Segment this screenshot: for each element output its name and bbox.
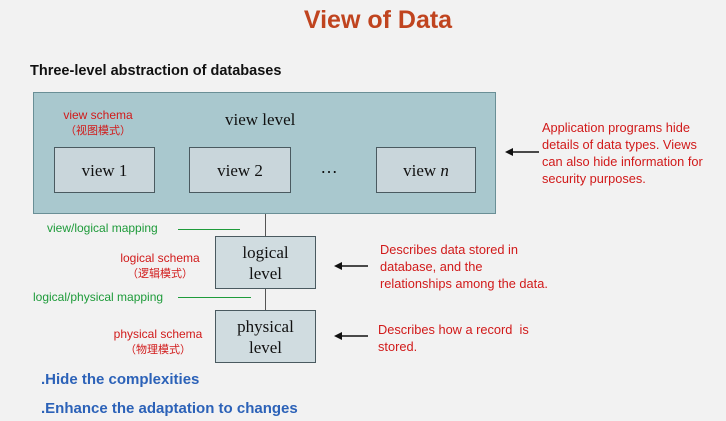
logical-physical-mapping-line [178,297,251,298]
diagram-subtitle: Three-level abstraction of databases [30,63,282,79]
physical-box-line: level [248,337,283,357]
logical-schema-label: logical schema （逻辑模式） [110,251,210,281]
view-level-arrow-icon [505,148,539,156]
logical-physical-mapping-label: logical/physical mapping [33,290,164,304]
physical-level-note: Describes how a record is stored. [378,321,529,355]
physical-level-box: physical level [215,310,316,363]
view-2-box: view 2 [189,147,291,193]
logical-level-note: Describes data stored in database, and t… [380,241,548,292]
view-n-prefix: view [403,160,441,180]
logical-note-line: Describes data stored in [380,242,518,257]
logical-note-line: relationships among the data. [380,276,548,291]
views-ellipsis: … [320,157,338,177]
view-logical-mapping-label: view/logical mapping [47,221,158,235]
view-note-line: Application programs hide [542,120,690,135]
logical-level-arrow-icon [334,262,368,270]
view-schema-text: view schema [63,108,133,122]
view-note-line: can also hide information for [542,154,703,169]
physical-note-line: Describes how a record is [378,322,529,337]
connector-logical-physical [265,289,266,310]
physical-schema-text-cn: （物理模式） [125,343,191,356]
page-title: View of Data [303,6,453,34]
view-level-note: Application programs hide details of dat… [542,119,703,187]
physical-note-line: stored. [378,339,418,354]
logical-box-line: logical [242,242,289,262]
logical-note-line: database, and the [380,259,483,274]
logical-schema-text: logical schema [120,251,200,265]
view-1-box: view 1 [54,147,155,193]
view-level-label: view level [225,110,296,129]
physical-box-line: physical [237,316,294,336]
logical-box-line: level [248,263,283,283]
view-schema-label: view schema （视图模式） [55,108,141,138]
connector-view-logical [265,214,266,236]
view-note-line: security purposes. [542,171,646,186]
logical-level-box: logical level [215,236,316,289]
view-n-variable: n [440,160,449,180]
view-note-line: details of data types. Views [542,137,697,152]
view-logical-mapping-line [178,229,240,230]
physical-schema-label: physical schema （物理模式） [106,327,210,357]
physical-level-arrow-icon [334,332,368,340]
view-n-box: view n [376,147,476,193]
bullet-hide-complexities: .Hide the complexities [41,371,200,388]
logical-schema-text-cn: （逻辑模式） [127,267,193,280]
bullet-enhance-adaptation: .Enhance the adaptation to changes [41,400,298,417]
view-schema-text-cn: （视图模式） [65,124,131,137]
physical-schema-text: physical schema [113,327,203,341]
